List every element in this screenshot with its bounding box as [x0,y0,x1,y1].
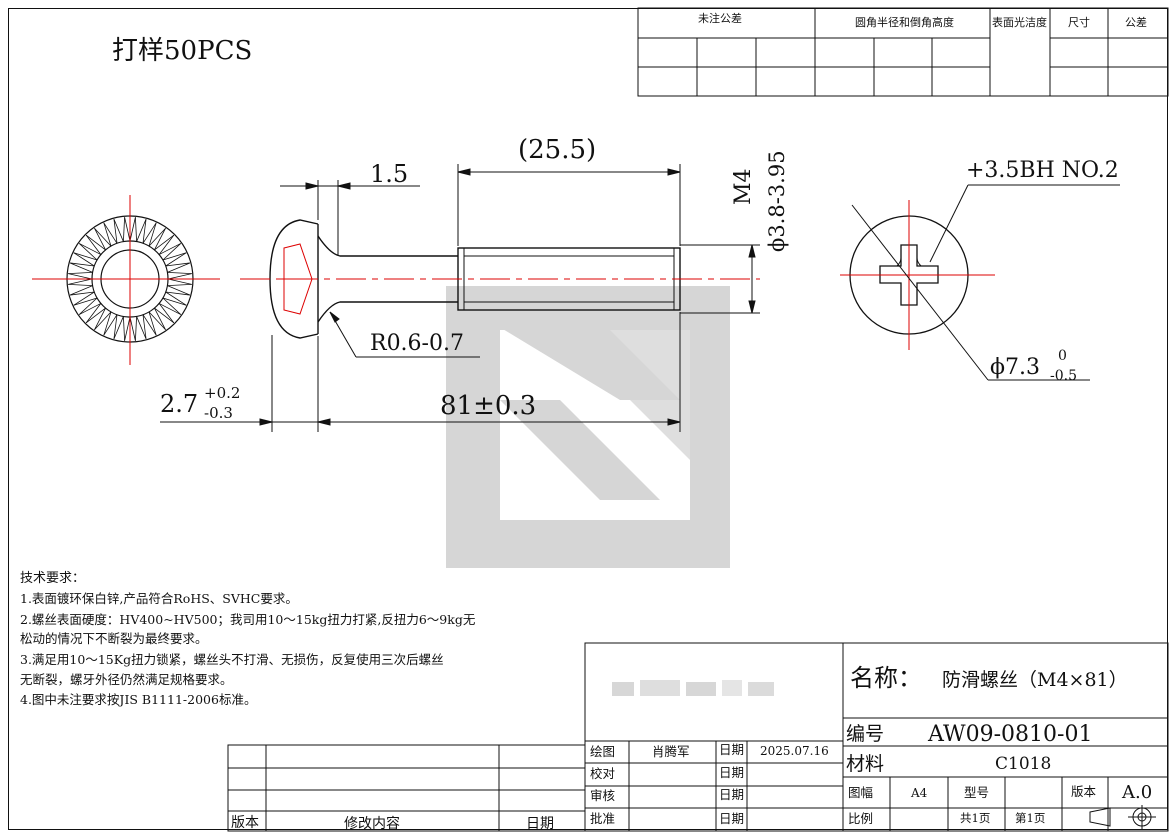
dim-head-dia-upper: 0 [1058,348,1067,364]
tech-requirement-line: 松动的情况下不断裂为最终要求。 [20,631,208,646]
tech-requirement-line: 3.满足用10～15Kg扭力锁紧，螺丝头不打滑、无损伤，反复使用三次后螺丝 [20,652,444,667]
scale-label: 比例 [848,811,873,826]
tech-requirements-title: 技术要求： [20,571,86,586]
draw-date: 2025.07.16 [760,744,829,758]
sample-note: 打样50PCS [112,36,253,66]
dim-m4: M4 [731,168,756,205]
rev-date: 日期 [526,816,554,832]
code-value: AW09-0810-01 [927,722,1092,747]
tol-header-5: 公差 [1125,15,1147,29]
sheet-size-label: 图幅 [848,785,873,800]
dim-head-height: 2.7 [160,390,198,418]
name-value: 防滑螺丝（M4×81） [942,669,1128,691]
date-label-3: 日期 [719,787,744,802]
dim-head-height-minus: -0.3 [204,404,233,422]
material-label: 材料 [846,753,884,775]
tol-header-2: 圆角半径和倒角高度 [855,15,954,29]
dim-total-length: 81±0.3 [440,391,536,421]
dim-1-5: 1.5 [370,160,408,188]
tol-header-1: 未注公差 [698,11,742,25]
tech-requirement-line: 无断裂，螺牙外径仍然满足规格要求。 [20,672,233,687]
tol-header-3: 表面光洁度 [992,15,1047,29]
dimension-lines [160,164,760,432]
tol-header-4: 尺寸 [1068,15,1090,29]
sheet-size: A4 [910,786,928,800]
version-label: 版本 [1071,784,1097,799]
date-label-1: 日期 [719,742,744,757]
dim-25: (25.5) [518,135,596,165]
approve-label: 批准 [590,811,615,826]
dim-thread-dia: ϕ3.8-3.95 [765,150,789,252]
date-label-4: 日期 [719,811,744,826]
drawer-name: 肖腾军 [652,744,690,759]
tolerance-table [637,7,1169,97]
revision-table [227,744,586,832]
version-value: A.0 [1121,782,1152,803]
date-label-2: 日期 [719,765,744,780]
material-value: C1018 [995,754,1051,774]
serrated-end-view [32,195,220,365]
code-label: 编号 [846,723,884,745]
tech-requirement-line: 1.表面镀环保白锌,产品符合RoHS、SVHC要求。 [20,591,298,606]
dim-fillet: R0.6-0.7 [370,331,464,356]
model-label: 型号 [964,785,989,800]
draw-label: 绘图 [590,744,615,759]
dim-head-dia-lower: -0.5 [1050,368,1077,384]
rev-content: 修改内容 [344,815,400,832]
title-block [584,642,1169,832]
drawing-border [8,8,1168,830]
watermark-logo [446,286,730,568]
tech-requirement-line: 4.图中未注要求按JIS B1111-2006标准。 [20,692,257,707]
head-top-view [840,184,1120,381]
blurred-company-logo [612,680,774,696]
name-label: 名称： [850,664,922,692]
check-label: 校对 [590,766,615,781]
dim-drive: +3.5BH NO.2 [966,158,1119,183]
dim-head-dia: ϕ7.3 [990,355,1040,380]
dim-head-height-plus: +0.2 [204,384,240,402]
screw-side-view [240,219,760,339]
review-label: 审核 [590,788,616,803]
page-no: 第1页 [1015,811,1045,825]
total-pages: 共1页 [960,811,990,825]
tech-requirement-line: 2.螺丝表面硬度：HV400~HV500；我司用10～15kg扭力打紧,反扭力6… [20,612,476,627]
rev-version: 版本 [231,815,259,831]
